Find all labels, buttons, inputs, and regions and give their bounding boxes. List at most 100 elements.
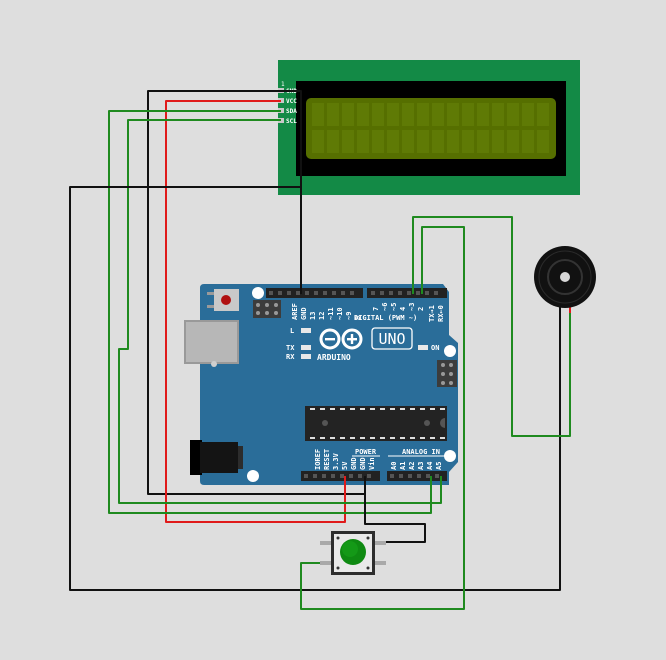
pin-label-10: ~10 bbox=[336, 307, 344, 320]
lcd-character-cell bbox=[342, 103, 354, 126]
header-pin[interactable] bbox=[340, 474, 344, 478]
digital-header-left[interactable] bbox=[266, 288, 363, 298]
header-pin[interactable] bbox=[287, 291, 291, 295]
uno-badge bbox=[371, 327, 413, 350]
header-pin[interactable] bbox=[305, 291, 309, 295]
header-pin[interactable] bbox=[313, 474, 317, 478]
header-pin[interactable] bbox=[304, 474, 308, 478]
header-pin[interactable] bbox=[408, 474, 412, 478]
header-pin[interactable] bbox=[269, 291, 273, 295]
wire-ground-loop[interactable] bbox=[69, 186, 561, 591]
header-pin[interactable] bbox=[426, 474, 430, 478]
wire-button-gnd[interactable] bbox=[364, 476, 426, 543]
power-header[interactable] bbox=[301, 471, 380, 481]
usb-port-face bbox=[186, 322, 237, 362]
lcd-character-cell bbox=[462, 103, 474, 126]
header-pin[interactable] bbox=[416, 291, 420, 295]
icsp-pin bbox=[256, 303, 260, 307]
reset-button[interactable] bbox=[207, 289, 239, 311]
header-pin[interactable] bbox=[331, 474, 335, 478]
arduino-uno-board[interactable]: AREF GND 13 12 ~11 ~10 ~9 8 7 ~6 ~5 4 ~3… bbox=[184, 284, 458, 485]
lcd-module[interactable]: 1 GND VCC SDA SCL bbox=[278, 60, 580, 195]
header-pin[interactable] bbox=[323, 291, 327, 295]
led-rx-indicator bbox=[301, 354, 311, 359]
header-pin[interactable] bbox=[341, 291, 345, 295]
lcd-character-cell bbox=[447, 103, 459, 126]
header-pin[interactable] bbox=[390, 474, 394, 478]
header-pins bbox=[304, 474, 371, 478]
header-pin[interactable] bbox=[389, 291, 393, 295]
header-pin[interactable] bbox=[367, 474, 371, 478]
pin-label-3v3: 3.3V bbox=[332, 452, 340, 470]
pin-label-11: ~11 bbox=[327, 307, 335, 320]
lcd-character-cell bbox=[447, 130, 459, 153]
lcd-character-cell bbox=[402, 130, 414, 153]
lcd-character-cell bbox=[372, 103, 384, 126]
piezo-buzzer-icon[interactable] bbox=[534, 246, 596, 313]
lcd-character-cell bbox=[387, 130, 399, 153]
header-pin[interactable] bbox=[296, 291, 300, 295]
icsp-pin bbox=[449, 363, 453, 367]
chip-pin bbox=[310, 408, 315, 410]
header-pin[interactable] bbox=[349, 474, 353, 478]
header-pin[interactable] bbox=[425, 291, 429, 295]
reset-button-cap bbox=[221, 295, 231, 305]
pin-labels-power: IOREF RESET 3.3V 5V GND GND Vin bbox=[314, 449, 376, 470]
header-pin[interactable] bbox=[350, 291, 354, 295]
icsp-header-body bbox=[253, 300, 281, 318]
chip-pin bbox=[400, 437, 405, 439]
icsp-header-2 bbox=[437, 360, 457, 387]
wire-button-signal[interactable] bbox=[300, 226, 465, 610]
wire-buzzer-signal[interactable] bbox=[412, 216, 571, 437]
chip-pin bbox=[340, 408, 345, 410]
chip-pin bbox=[350, 408, 355, 410]
chip-pin bbox=[420, 437, 425, 439]
pin-label-aref: AREF bbox=[291, 303, 299, 320]
header-pin[interactable] bbox=[435, 474, 439, 478]
wire-lcd-sda[interactable] bbox=[108, 110, 432, 514]
arduino-brand-label: ARDUINO bbox=[317, 353, 351, 362]
header-pin[interactable] bbox=[399, 474, 403, 478]
chip-pin bbox=[410, 437, 415, 439]
header-pin[interactable] bbox=[314, 291, 318, 295]
lcd-character-cell bbox=[417, 130, 429, 153]
usb-port-tab bbox=[211, 361, 217, 367]
lcd-character-cell bbox=[537, 103, 549, 126]
icsp-pin bbox=[449, 372, 453, 376]
dc-jack-body bbox=[200, 442, 238, 473]
header-pin[interactable] bbox=[398, 291, 402, 295]
pin-label-a3: A3 bbox=[417, 462, 425, 470]
button-corner bbox=[336, 566, 340, 570]
analog-header[interactable] bbox=[387, 471, 447, 481]
chip-pin bbox=[370, 408, 375, 410]
digital-header-right[interactable] bbox=[367, 288, 447, 298]
header-pin[interactable] bbox=[278, 291, 282, 295]
header-pin[interactable] bbox=[358, 474, 362, 478]
pin-label-2: 2 bbox=[417, 307, 425, 311]
lcd-pin-sda-label: SDA bbox=[286, 108, 297, 115]
led-tx-label: TX bbox=[286, 344, 295, 352]
header-pin[interactable] bbox=[371, 291, 375, 295]
header-pin[interactable] bbox=[417, 474, 421, 478]
lcd-character-cell bbox=[312, 130, 324, 153]
push-button-icon[interactable] bbox=[320, 531, 386, 575]
header-pin[interactable] bbox=[434, 291, 438, 295]
header-pin[interactable] bbox=[407, 291, 411, 295]
lcd-pin-vcc-label: VCC bbox=[286, 98, 297, 105]
pin-label-8: 8 bbox=[354, 316, 362, 320]
wire-lcd-vcc[interactable] bbox=[165, 100, 346, 523]
icsp-header-body bbox=[437, 360, 457, 387]
wire-gnd-to-header[interactable] bbox=[281, 90, 302, 294]
header-pin[interactable] bbox=[380, 291, 384, 295]
pin-label-a0: A0 bbox=[390, 462, 398, 470]
header-pin[interactable] bbox=[332, 291, 336, 295]
wire-lcd-scl[interactable] bbox=[118, 119, 442, 504]
header-pins bbox=[269, 291, 354, 295]
lcd-character-cell bbox=[507, 130, 519, 153]
pin-labels-top-left: AREF GND 13 12 ~11 ~10 ~9 8 bbox=[291, 303, 362, 320]
buzzer-hole bbox=[560, 272, 570, 282]
lcd-character-grid bbox=[312, 103, 549, 153]
header-pin[interactable] bbox=[322, 474, 326, 478]
reset-button-lead bbox=[207, 305, 214, 308]
button-lead bbox=[374, 561, 386, 565]
